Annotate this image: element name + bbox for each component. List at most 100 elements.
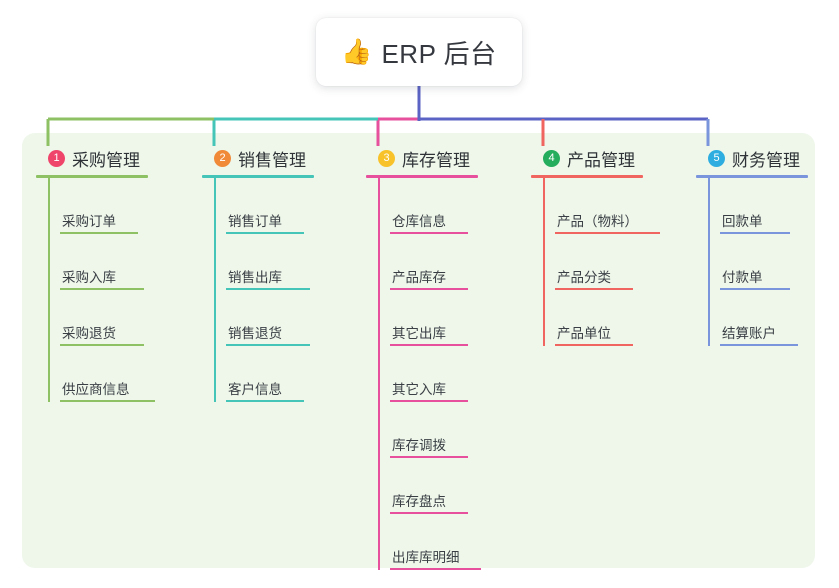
branch-item-label: 库存调拨 (392, 438, 446, 453)
branch-item-label: 付款单 (722, 270, 763, 285)
branch-column-3: 3 库存管理仓库信息产品库存其它出库其它入库库存调拨库存盘点出库库明细 (366, 146, 481, 570)
branch-item-label: 出库库明细 (392, 550, 460, 565)
branch-item-rule (390, 232, 468, 234)
branch-item-rule (555, 232, 660, 234)
branch-spine (214, 178, 216, 402)
branch-item-rule (60, 288, 144, 290)
branch-item[interactable]: 销售出库 (214, 234, 314, 290)
branch-item-rule (60, 232, 138, 234)
branch-item-label: 产品分类 (557, 270, 611, 285)
branch-item[interactable]: 结算账户 (708, 290, 808, 346)
branch-title: 库存管理 (402, 150, 470, 170)
branch-item-rule (390, 288, 468, 290)
branch-item-rule (226, 344, 310, 346)
branch-item-rule (60, 344, 144, 346)
branch-item-list: 产品（物料） 产品分类产品单位 (531, 178, 660, 346)
branch-header-4[interactable]: 4 产品管理 (531, 146, 643, 170)
branch-item-label: 客户信息 (228, 382, 282, 397)
branch-item-rule (390, 512, 468, 514)
branch-item[interactable]: 采购订单 (48, 178, 148, 234)
branch-item-label: 产品单位 (557, 326, 611, 341)
branch-item[interactable]: 产品（物料） (543, 178, 660, 234)
branch-item-label: 其它出库 (392, 326, 446, 341)
branch-item[interactable]: 产品单位 (543, 290, 643, 346)
branch-spine (48, 178, 50, 402)
thumbs-up-icon: 👍 (341, 37, 373, 66)
branch-item-rule (390, 344, 468, 346)
branch-item-label: 采购入库 (62, 270, 116, 285)
branch-item[interactable]: 付款单 (708, 234, 808, 290)
branch-item-rule (720, 344, 798, 346)
branch-column-5: 5 财务管理回款单付款单结算账户 (696, 146, 808, 346)
branch-number-badge: 3 (378, 149, 395, 167)
branch-item-rule (390, 456, 468, 458)
branch-item[interactable]: 采购退货 (48, 290, 148, 346)
branch-spine (543, 178, 545, 346)
branch-item-label: 结算账户 (722, 326, 776, 341)
branch-spine (708, 178, 710, 346)
branch-item[interactable]: 回款单 (708, 178, 808, 234)
branch-title: 财务管理 (732, 150, 800, 170)
branch-column-1: 1 采购管理采购订单采购入库采购退货供应商信息 (36, 146, 155, 402)
branch-item-rule (390, 568, 481, 570)
branch-item-label: 产品库存 (392, 270, 446, 285)
branch-item-rule (226, 288, 310, 290)
branch-item-list: 仓库信息产品库存其它出库其它入库库存调拨库存盘点出库库明细 (366, 178, 481, 570)
branch-item-rule (720, 232, 790, 234)
branch-item-label: 采购退货 (62, 326, 116, 341)
root-node[interactable]: 👍 ERP 后台 (316, 18, 522, 86)
branch-item-list: 回款单付款单结算账户 (696, 178, 808, 346)
branches-panel (22, 133, 815, 568)
branch-item-label: 销售订单 (228, 214, 282, 229)
branch-header-rule (202, 175, 314, 178)
branch-item[interactable]: 供应商信息 (48, 346, 155, 402)
branch-item[interactable]: 库存盘点 (378, 458, 478, 514)
branch-item-rule (720, 288, 790, 290)
branch-header-3[interactable]: 3 库存管理 (366, 146, 478, 170)
branch-item-label: 销售出库 (228, 270, 282, 285)
branch-title: 产品管理 (567, 150, 635, 170)
branch-item-label: 仓库信息 (392, 214, 446, 229)
branch-item-rule (555, 288, 633, 290)
branch-number-badge: 1 (48, 149, 65, 167)
branch-item-rule (226, 400, 304, 402)
branch-column-4: 4 产品管理产品（物料） 产品分类产品单位 (531, 146, 660, 346)
branch-item[interactable]: 出库库明细 (378, 514, 481, 570)
branch-item[interactable]: 产品库存 (378, 234, 478, 290)
branch-item-rule (226, 232, 304, 234)
branch-item-label: 采购订单 (62, 214, 116, 229)
branch-header-rule (696, 175, 808, 178)
branch-item[interactable]: 采购入库 (48, 234, 148, 290)
branch-item[interactable]: 客户信息 (214, 346, 314, 402)
branch-item-rule (60, 400, 155, 402)
branch-number-badge: 5 (708, 149, 725, 167)
branch-item[interactable]: 其它入库 (378, 346, 478, 402)
branch-item-list: 销售订单销售出库销售退货客户信息 (202, 178, 314, 402)
branch-item-label: 库存盘点 (392, 494, 446, 509)
branch-item[interactable]: 产品分类 (543, 234, 643, 290)
branch-header-rule (366, 175, 478, 178)
branch-spine (378, 178, 380, 570)
branch-title: 销售管理 (238, 150, 306, 170)
branch-header-rule (36, 175, 148, 178)
branch-item[interactable]: 仓库信息 (378, 178, 478, 234)
branch-item[interactable]: 库存调拨 (378, 402, 478, 458)
branch-item[interactable]: 销售订单 (214, 178, 314, 234)
branch-item-label: 产品（物料） (557, 214, 638, 229)
branch-header-5[interactable]: 5 财务管理 (696, 146, 808, 170)
branch-number-badge: 4 (543, 149, 560, 167)
branch-item-label: 供应商信息 (62, 382, 130, 397)
branch-item[interactable]: 其它出库 (378, 290, 478, 346)
branch-item[interactable]: 销售退货 (214, 290, 314, 346)
branch-title: 采购管理 (72, 150, 140, 170)
branch-item-list: 采购订单采购入库采购退货供应商信息 (36, 178, 155, 402)
branch-item-label: 其它入库 (392, 382, 446, 397)
branch-header-1[interactable]: 1 采购管理 (36, 146, 148, 170)
branch-header-rule (531, 175, 643, 178)
branch-item-rule (555, 344, 633, 346)
branch-item-rule (390, 400, 468, 402)
